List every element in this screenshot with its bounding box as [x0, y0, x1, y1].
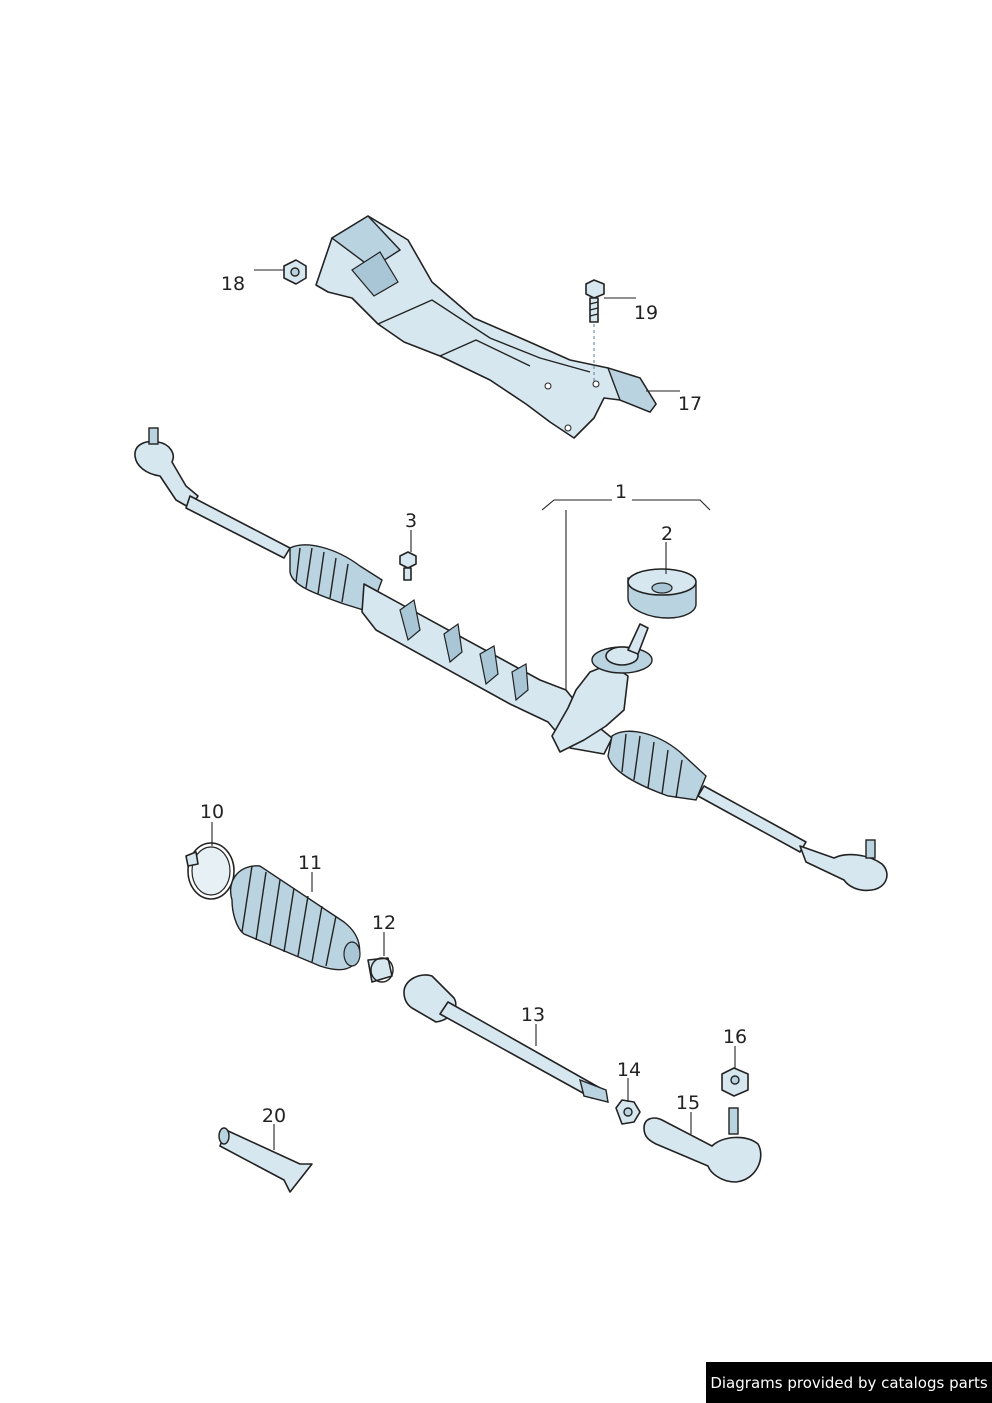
callout-10: 10: [200, 801, 224, 823]
callout-20: 20: [262, 1105, 286, 1127]
callout-18: 18: [221, 273, 245, 295]
callout-labels: 1 2 3 10 11 12 13 14 15 16 17 18 19 20: [200, 273, 747, 1127]
boot-part-11: [229, 865, 361, 971]
callout-11: 11: [298, 852, 322, 874]
grommet-part-2: [627, 568, 697, 619]
callout-19: 19: [634, 302, 658, 324]
inner-tie-rod-part-13: [403, 974, 609, 1103]
callout-16: 16: [723, 1026, 747, 1048]
grease-tube-part-20: [218, 1127, 313, 1193]
nut-part-18: [283, 259, 307, 285]
clamp-part-10: [185, 842, 235, 900]
callout-12: 12: [372, 912, 396, 934]
leader-lines: [211, 269, 736, 1150]
nut-part-16: [721, 1067, 749, 1097]
callout-2: 2: [661, 523, 673, 545]
callout-1: 1: [615, 481, 627, 503]
bolt-part-19: [585, 279, 605, 323]
tie-rod-end-part-15: [643, 1107, 762, 1183]
nut-part-14: [615, 1099, 641, 1125]
clamp-part-12: [367, 957, 394, 983]
callout-3: 3: [405, 510, 417, 532]
credit-banner: Diagrams provided by catalogs parts: [706, 1362, 992, 1403]
heat-shield-part-17: [315, 215, 657, 439]
steering-rack-part-1: [134, 427, 888, 892]
bolt-part-3: [399, 551, 417, 581]
callout-17: 17: [678, 393, 702, 415]
callout-14: 14: [617, 1059, 641, 1081]
callout-15: 15: [676, 1092, 700, 1114]
callout-13: 13: [521, 1004, 545, 1026]
